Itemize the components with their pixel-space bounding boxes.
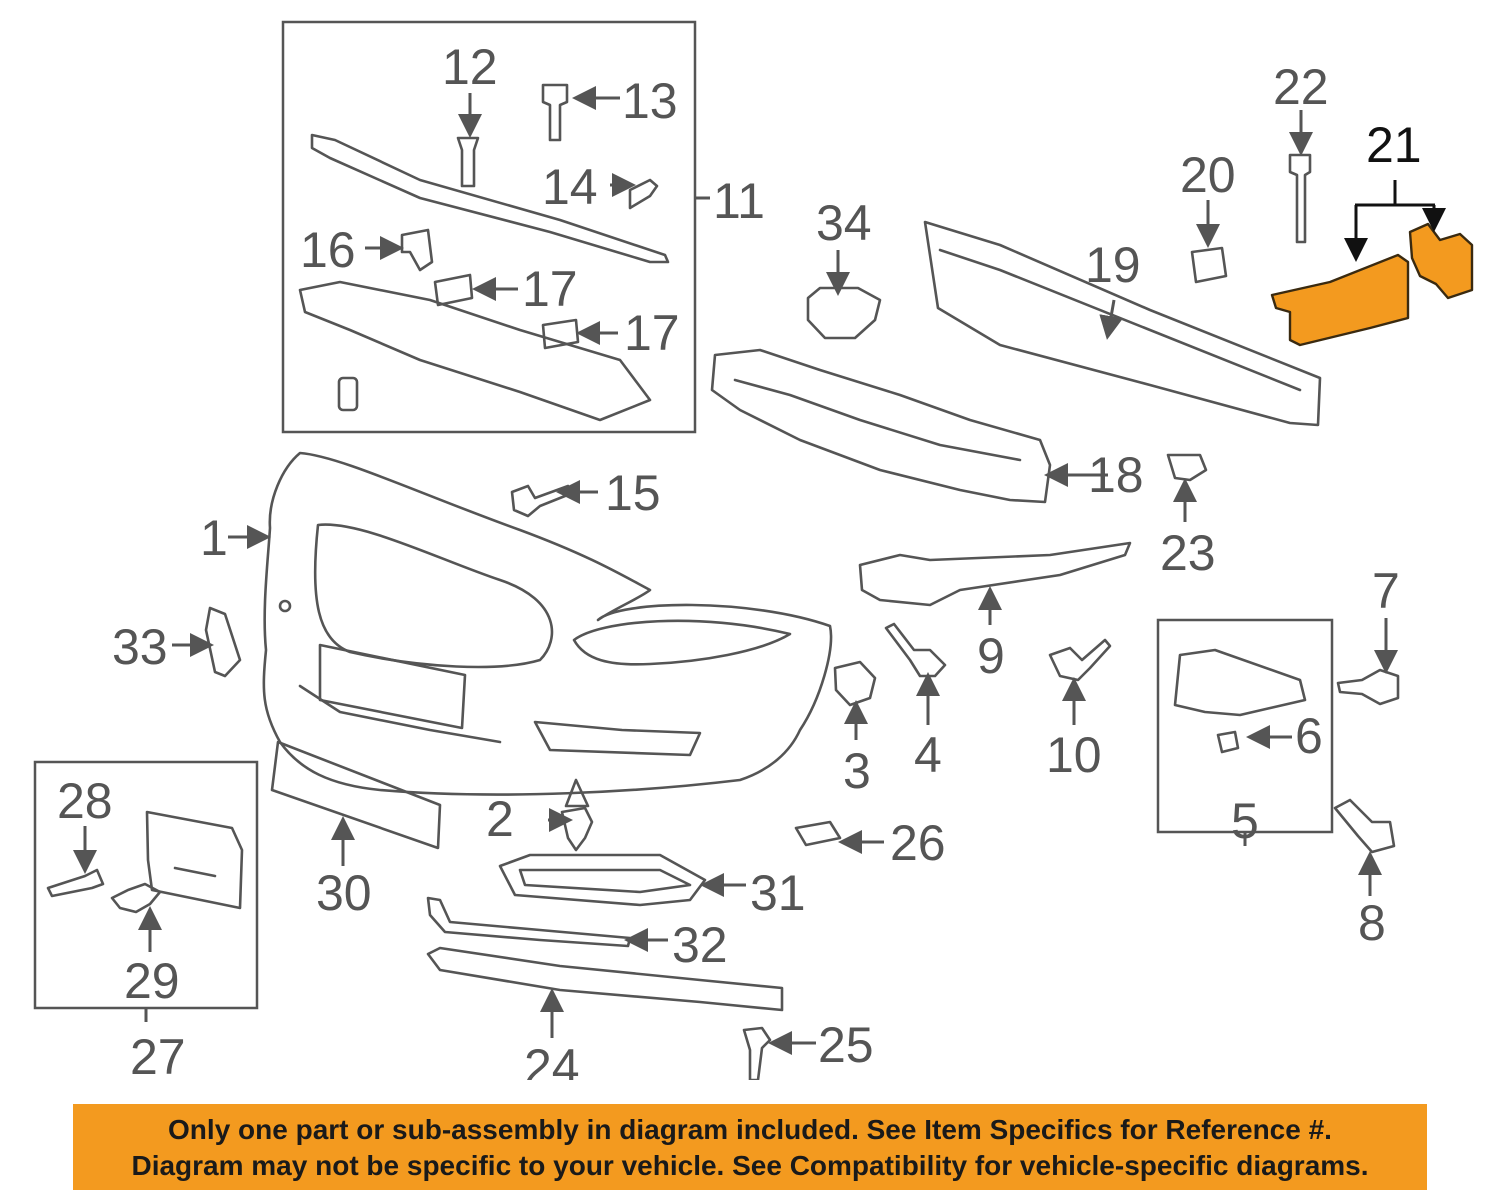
callout-16: 16 [300,222,356,278]
callout-7: 7 [1372,563,1400,619]
callout-21: 21 [1366,117,1422,173]
callout-20: 20 [1180,147,1236,203]
callout-8: 8 [1358,895,1386,951]
clip-part-26 [794,820,842,847]
disclaimer-line-2: Diagram may not be specific to your vehi… [131,1150,1369,1181]
callout-23: 23 [1160,525,1216,581]
deflector-part-24 [426,946,784,1012]
callout-5: 5 [1231,793,1259,849]
bracket-part-9 [858,541,1132,607]
callout-9: 9 [977,628,1005,684]
callout-1: 1 [200,510,228,566]
parts-diagram: 1 2 3 4 5 6 7 8 9 10 11 12 13 14 15 16 1… [33,20,1474,1080]
part-33 [204,606,242,678]
license-bracket-part-27 [145,810,244,910]
fastener-part-22 [1288,153,1312,244]
molding-part-32 [426,896,632,948]
callout-27: 27 [130,1029,186,1080]
callout-24: 24 [524,1039,580,1080]
fastener-part-4 [884,622,947,678]
disclaimer-line-1: Only one part or sub-assembly in diagram… [168,1114,1332,1145]
callout-33: 33 [112,619,168,675]
callout-17b: 17 [624,305,680,361]
fastener-part-2 [560,806,594,852]
callout-29: 29 [124,953,180,1009]
fastener-part-8 [1333,798,1396,854]
fastener-part-7 [1336,668,1400,706]
part-34 [806,286,882,340]
fastener-part-3 [833,660,877,707]
callout-22: 22 [1273,59,1329,115]
fastener-part-23 [1166,453,1208,482]
clip-part-20 [1190,246,1228,284]
callout-30: 30 [316,865,372,921]
callout-4: 4 [914,727,942,783]
callout-17a: 17 [522,261,578,317]
disclaimer-banner: Only one part or sub-assembly in diagram… [73,1104,1427,1190]
callout-26: 26 [890,815,946,871]
fastener-part-10 [1048,638,1112,682]
callout-10: 10 [1046,727,1102,783]
callout-13: 13 [622,73,678,129]
rivet-part-28 [46,868,105,898]
callout-31: 31 [750,865,806,921]
callout-14: 14 [542,159,598,215]
callout-11: 11 [713,173,765,229]
grille-part-31 [498,853,707,907]
callout-2: 2 [486,791,514,847]
callout-32: 32 [672,917,728,973]
callout-28: 28 [57,773,113,829]
impact-bar-part-19 [923,220,1322,427]
bolt-part-29 [110,882,162,914]
callout-12: 12 [442,39,498,95]
group-box-11 [281,20,697,434]
callout-25: 25 [818,1017,874,1073]
callout-3: 3 [843,743,871,799]
part-30 [270,740,442,850]
callout-15: 15 [605,465,661,521]
callout-34: 34 [816,195,872,251]
callout-19: 19 [1085,237,1141,293]
highlighted-part-21 [1270,222,1474,347]
fastener-part-15 [510,484,572,518]
callout-6: 6 [1295,708,1323,764]
fastener-part-25 [742,1026,772,1080]
energy-absorber-part-18 [710,348,1052,504]
callout-18: 18 [1088,447,1144,503]
